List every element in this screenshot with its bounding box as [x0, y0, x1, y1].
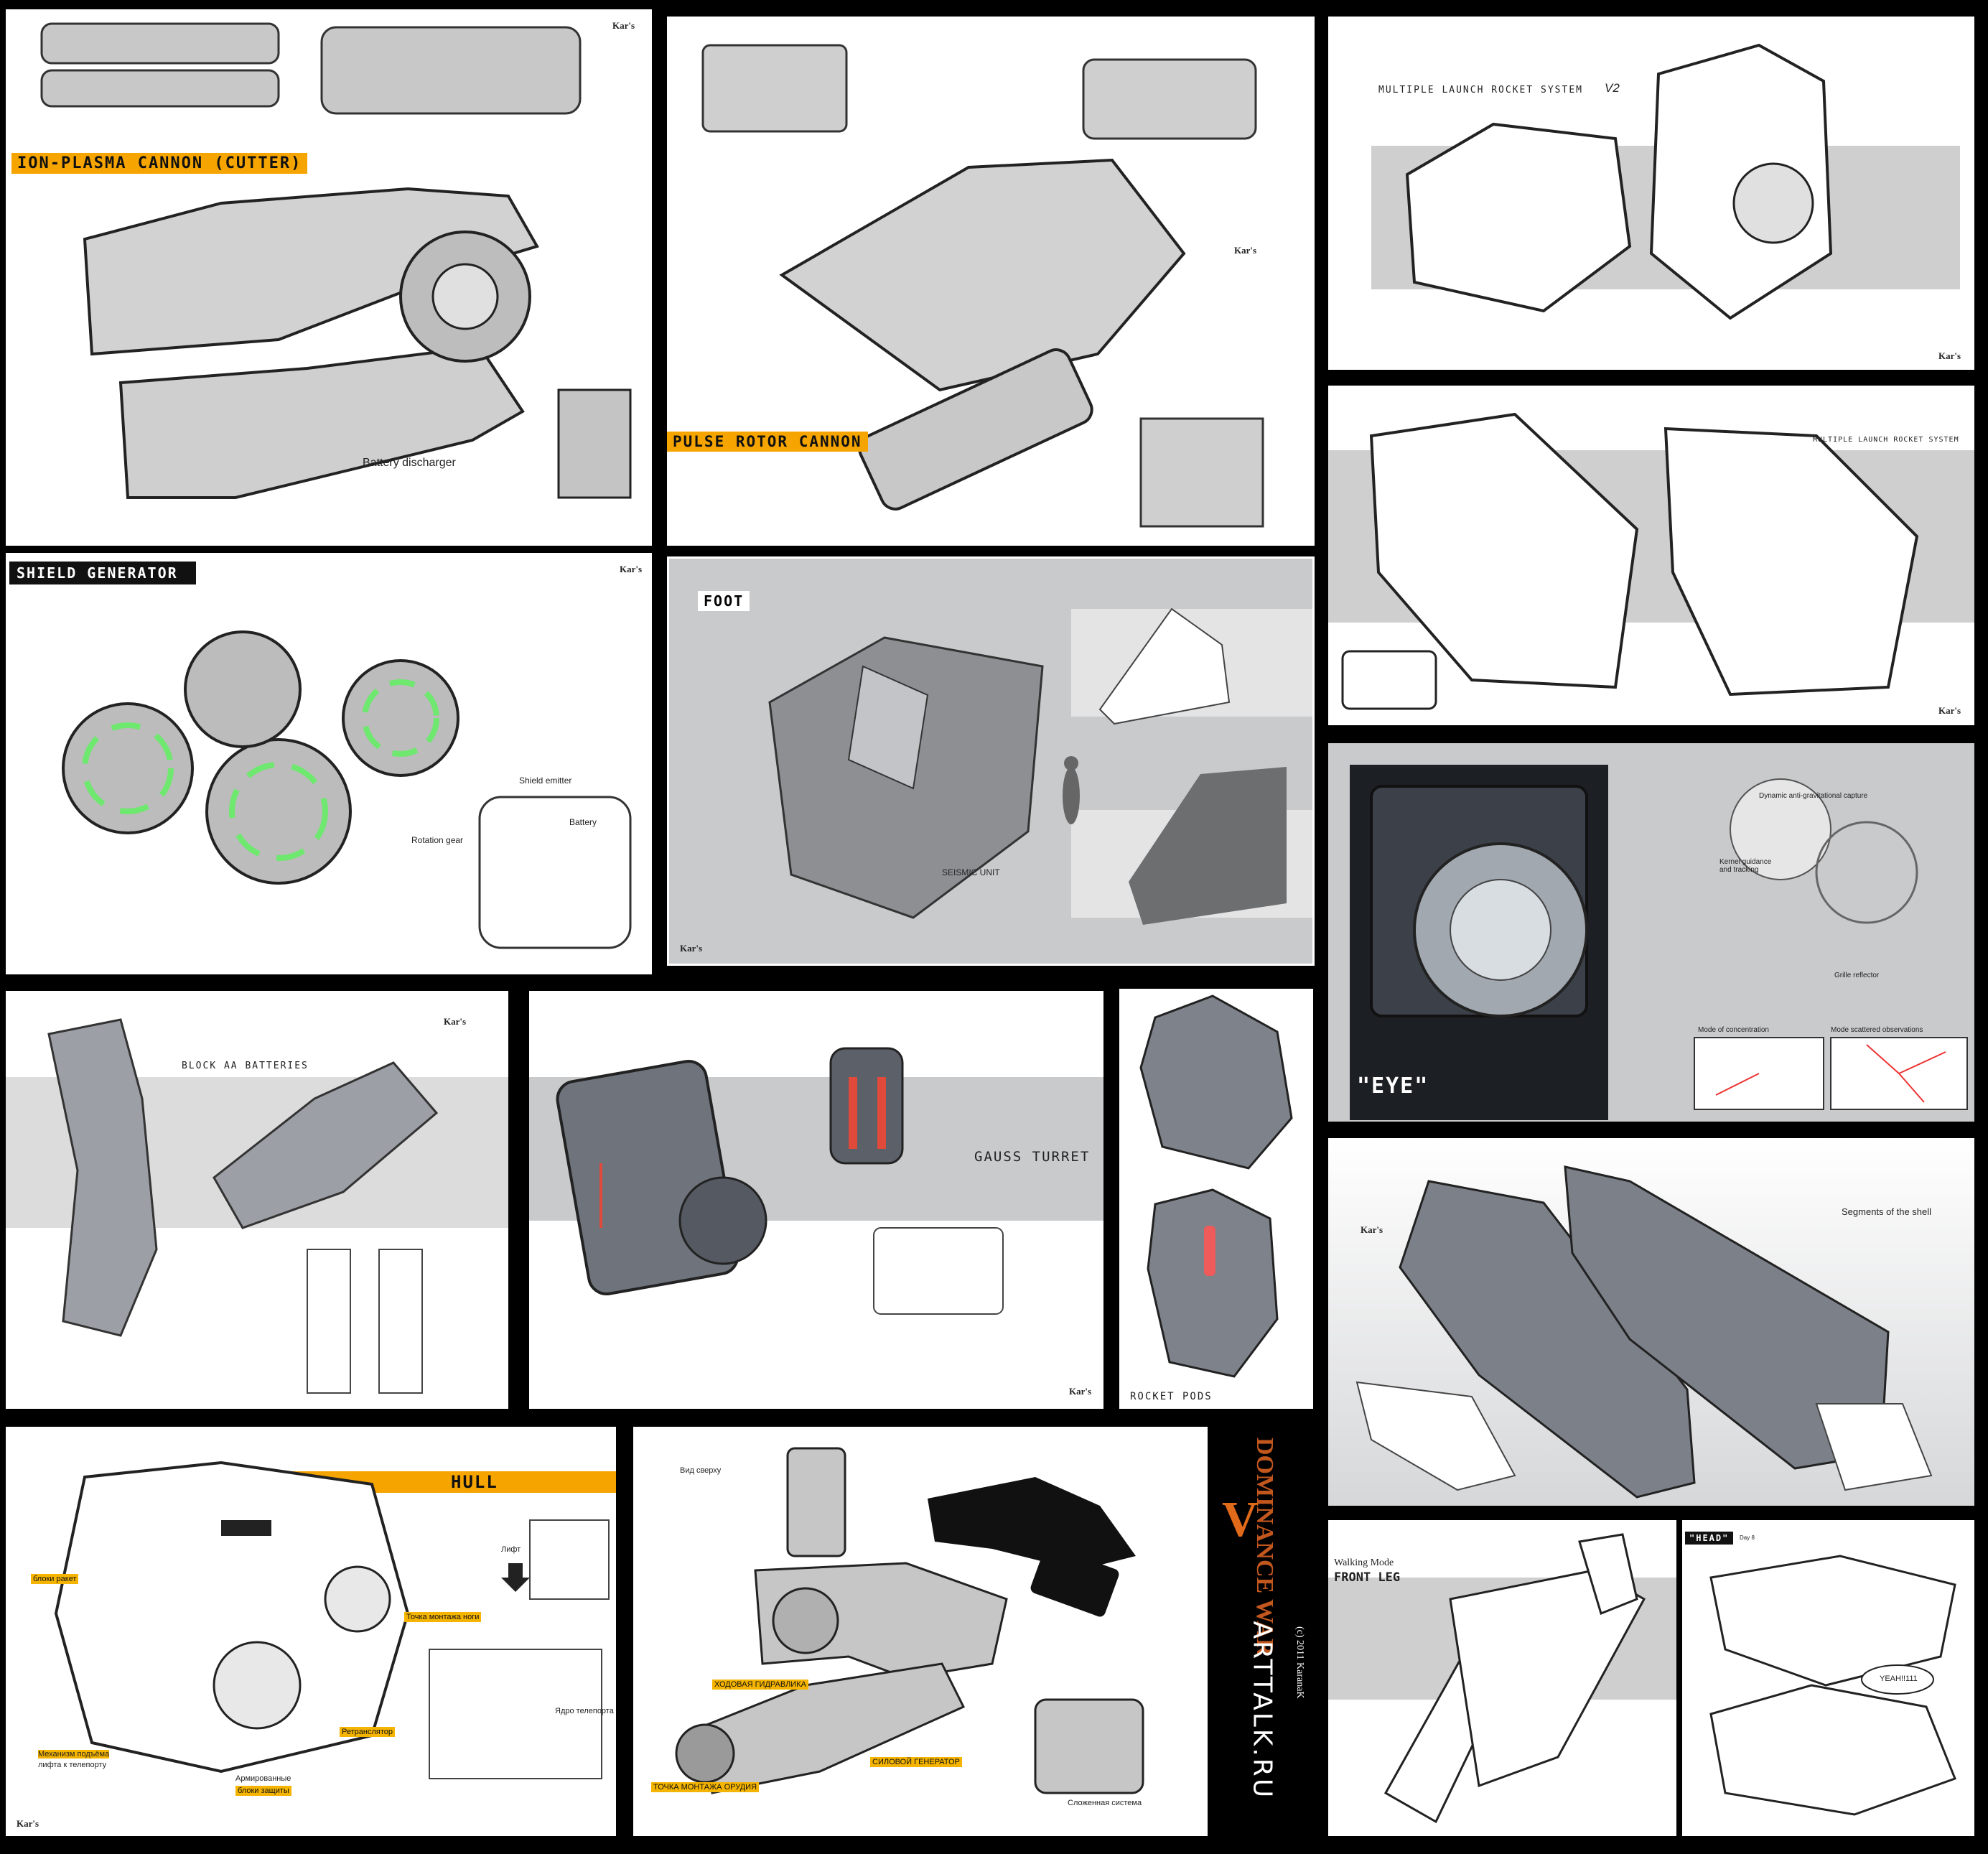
walking-mode-label: Walking Mode	[1334, 1557, 1394, 1568]
gauss-turret-title: GAUSS TURRET	[974, 1149, 1091, 1165]
panel-ion-plasma-cannon: ION-PLASMA CANNON (CUTTER) Battery disch…	[6, 9, 652, 546]
aa-batteries-title: BLOCK AA BATTERIES	[182, 1061, 309, 1071]
ion-cannon-title: ION-PLASMA CANNON (CUTTER)	[11, 153, 308, 174]
grille-label: Grille reflector	[1834, 972, 1880, 979]
ion-logo: Kar's	[612, 20, 635, 31]
copyright: (c) 2011 KaranaK	[1294, 1626, 1305, 1699]
panel-aa-batteries: BLOCK AA BATTERIES Kar's	[6, 991, 508, 1409]
panel-foot: FOOT SEISMIC UNIT Kar's	[667, 556, 1315, 966]
shell-segments-drawing	[1355, 1165, 1933, 1499]
mode-scattered-label: Mode scattered observations	[1831, 1026, 1923, 1034]
eye-title: "EYE"	[1357, 1073, 1429, 1099]
gun-mount-label: ТОЧКА МОНТАЖА ОРУДИЯ	[651, 1782, 760, 1792]
rotation-gear-label: Rotation gear	[411, 835, 464, 845]
hull-logo: Kar's	[17, 1818, 39, 1829]
foot-title: FOOT	[698, 591, 750, 611]
top-view-label: Вид сверху	[680, 1466, 722, 1475]
panel-pulse-rotor-cannon: PULSE ROTOR CANNON Kar's	[667, 17, 1315, 546]
panel-gauss-turret: GAUSS TURRET Kar's	[529, 991, 1103, 1409]
teleport-core-label: Ядро телепорта	[555, 1707, 614, 1715]
hull-title: HULL	[451, 1472, 498, 1492]
foot-logo: Kar's	[680, 943, 703, 954]
panel-shield-generator: SHIELD GENERATOR Shield emitter Battery …	[6, 553, 652, 974]
panel-head: "HEAD" Day 8 YEAH!!111	[1682, 1520, 1974, 1836]
aa-logo: Kar's	[444, 1016, 467, 1027]
shell-logo: Kar's	[1361, 1224, 1383, 1235]
rocket-blocks-label: блоки ракет	[31, 1574, 79, 1584]
shield-generator-drawing	[62, 630, 632, 949]
ion-cannon-drawing	[40, 22, 632, 499]
brand-strip: DOMINANCE WAR V ARTTALK.RU (c) 2011 Kara…	[1213, 1427, 1314, 1836]
hull-drawing	[54, 1461, 610, 1779]
foot-drawing	[768, 607, 1287, 925]
mlrs-v2-version: V2	[1605, 81, 1620, 95]
mlrs-v2-logo: Kar's	[1938, 350, 1961, 361]
head-drawing	[1709, 1555, 1956, 1816]
leg-hydraulics-drawing	[675, 1447, 1144, 1794]
game-logo-v: V	[1222, 1492, 1259, 1547]
pulse-cannon-drawing	[701, 44, 1264, 528]
front-leg-title: FRONT LEG	[1334, 1570, 1401, 1585]
head-day-label: Day 8	[1740, 1534, 1755, 1541]
gauss-logo: Kar's	[1069, 1386, 1092, 1397]
panel-mlrs-v2: MULTIPLE LAUNCH ROCKET SYSTEM V2 Kar's	[1328, 17, 1974, 370]
panel-front-leg: Walking Mode FRONT LEG	[1328, 1520, 1676, 1836]
eye-drawing	[1370, 778, 1968, 1110]
rocket-pods-title: ROCKET PODS	[1130, 1391, 1213, 1402]
armored-label-1: Армированные	[235, 1774, 291, 1783]
aa-batteries-drawing	[47, 1018, 439, 1394]
mlrs-title: MULTIPLE LAUNCH ROCKET SYSTEM	[1813, 436, 1959, 444]
lift-mechanism-label-1: Механизм подъёма	[38, 1750, 110, 1758]
gauss-turret-drawing	[556, 1047, 1004, 1315]
folded-system-label: Сложенная система	[1068, 1799, 1142, 1807]
pulse-logo: Kar's	[1234, 245, 1257, 256]
hydraulics-label: ХОДОВАЯ ГИДРАВЛИКА	[712, 1680, 808, 1690]
rocket-pods-drawing	[1139, 994, 1293, 1378]
shield-logo: Kar's	[620, 564, 643, 574]
mlrs-drawing	[1341, 412, 1919, 710]
shield-emitter-label: Shield emitter	[519, 775, 572, 786]
armored-label-2: блоки защиты	[235, 1786, 291, 1796]
head-speech-bubble: YEAH!!111	[1880, 1674, 1918, 1683]
lift-label: Лифт	[501, 1545, 521, 1554]
mlrs-logo: Kar's	[1938, 705, 1961, 716]
site-name: ARTTALK.RU	[1247, 1621, 1277, 1800]
relay-label: Ретранслятор	[340, 1727, 395, 1737]
battery-discharger-label: Battery discharger	[363, 457, 456, 469]
panel-eye: "EYE" Dynamic anti-gravitational capture…	[1328, 743, 1974, 1122]
panel-hull: HULL Лифт блоки ракет Точка монтажа ноги…	[6, 1427, 616, 1836]
kernel-label: Kernel guidance and tracking	[1719, 858, 1772, 874]
leg-mount-label: Точка монтажа ноги	[404, 1612, 482, 1622]
battery-label: Battery	[569, 817, 597, 827]
power-generator-label: СИЛОВОЙ ГЕНЕРАТОР	[870, 1757, 962, 1767]
capture-label: Dynamic anti-gravitational capture	[1759, 792, 1868, 800]
front-leg-drawing	[1383, 1533, 1646, 1824]
shell-segments-title: Segments of the shell	[1842, 1206, 1932, 1217]
pulse-cannon-title: PULSE ROTOR CANNON	[667, 432, 868, 452]
panel-mlrs: MULTIPLE LAUNCH ROCKET SYSTEM Kar's	[1328, 386, 1974, 725]
mode-concentration-label: Mode of concentration	[1698, 1026, 1769, 1034]
mlrs-v2-title: MULTIPLE LAUNCH ROCKET SYSTEM	[1378, 85, 1583, 96]
panel-shell-segments: Segments of the shell Kar's	[1328, 1138, 1974, 1506]
panel-leg-hydraulics: Вид сверху ХОДОВАЯ ГИДРАВЛИКА ТОЧКА МОНТ…	[633, 1427, 1208, 1836]
mlrs-v2-drawing	[1405, 43, 1833, 320]
lift-mechanism-label-2: лифта к телепорту	[38, 1761, 107, 1769]
panel-rocket-pods: ROCKET PODS	[1119, 989, 1313, 1409]
head-title: "HEAD"	[1685, 1532, 1734, 1545]
seismic-unit-label: SEISMIC UNIT	[942, 867, 1000, 877]
shield-generator-title: SHIELD GENERATOR	[9, 562, 196, 584]
